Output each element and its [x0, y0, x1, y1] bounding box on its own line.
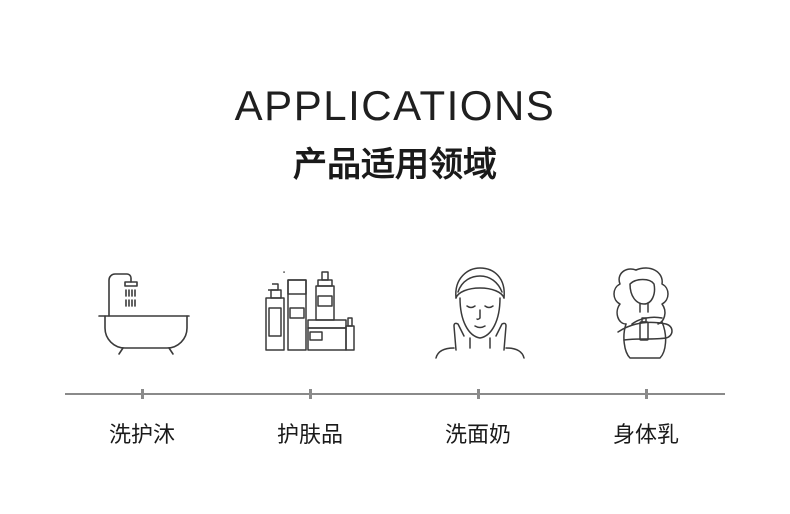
- page-title-cn: 产品适用领域: [293, 145, 497, 185]
- timeline-line: [65, 393, 725, 395]
- page-title-en: APPLICATIONS: [234, 82, 556, 129]
- skincare-bottles-icon: [262, 262, 362, 362]
- timeline-tick: [141, 389, 144, 399]
- application-label-face-wash: 洗面奶: [444, 423, 511, 448]
- bathtub-shower-icon: [95, 262, 195, 362]
- face-wash-icon: [428, 262, 528, 362]
- timeline-tick: [645, 389, 648, 399]
- body-lotion-icon: [596, 262, 696, 362]
- application-label-skincare: 护肤品: [276, 423, 343, 448]
- timeline-tick: [477, 389, 480, 399]
- application-label-shower: 洗护沐: [108, 423, 175, 448]
- application-label-body-lotion: 身体乳: [612, 423, 679, 448]
- timeline-tick: [309, 389, 312, 399]
